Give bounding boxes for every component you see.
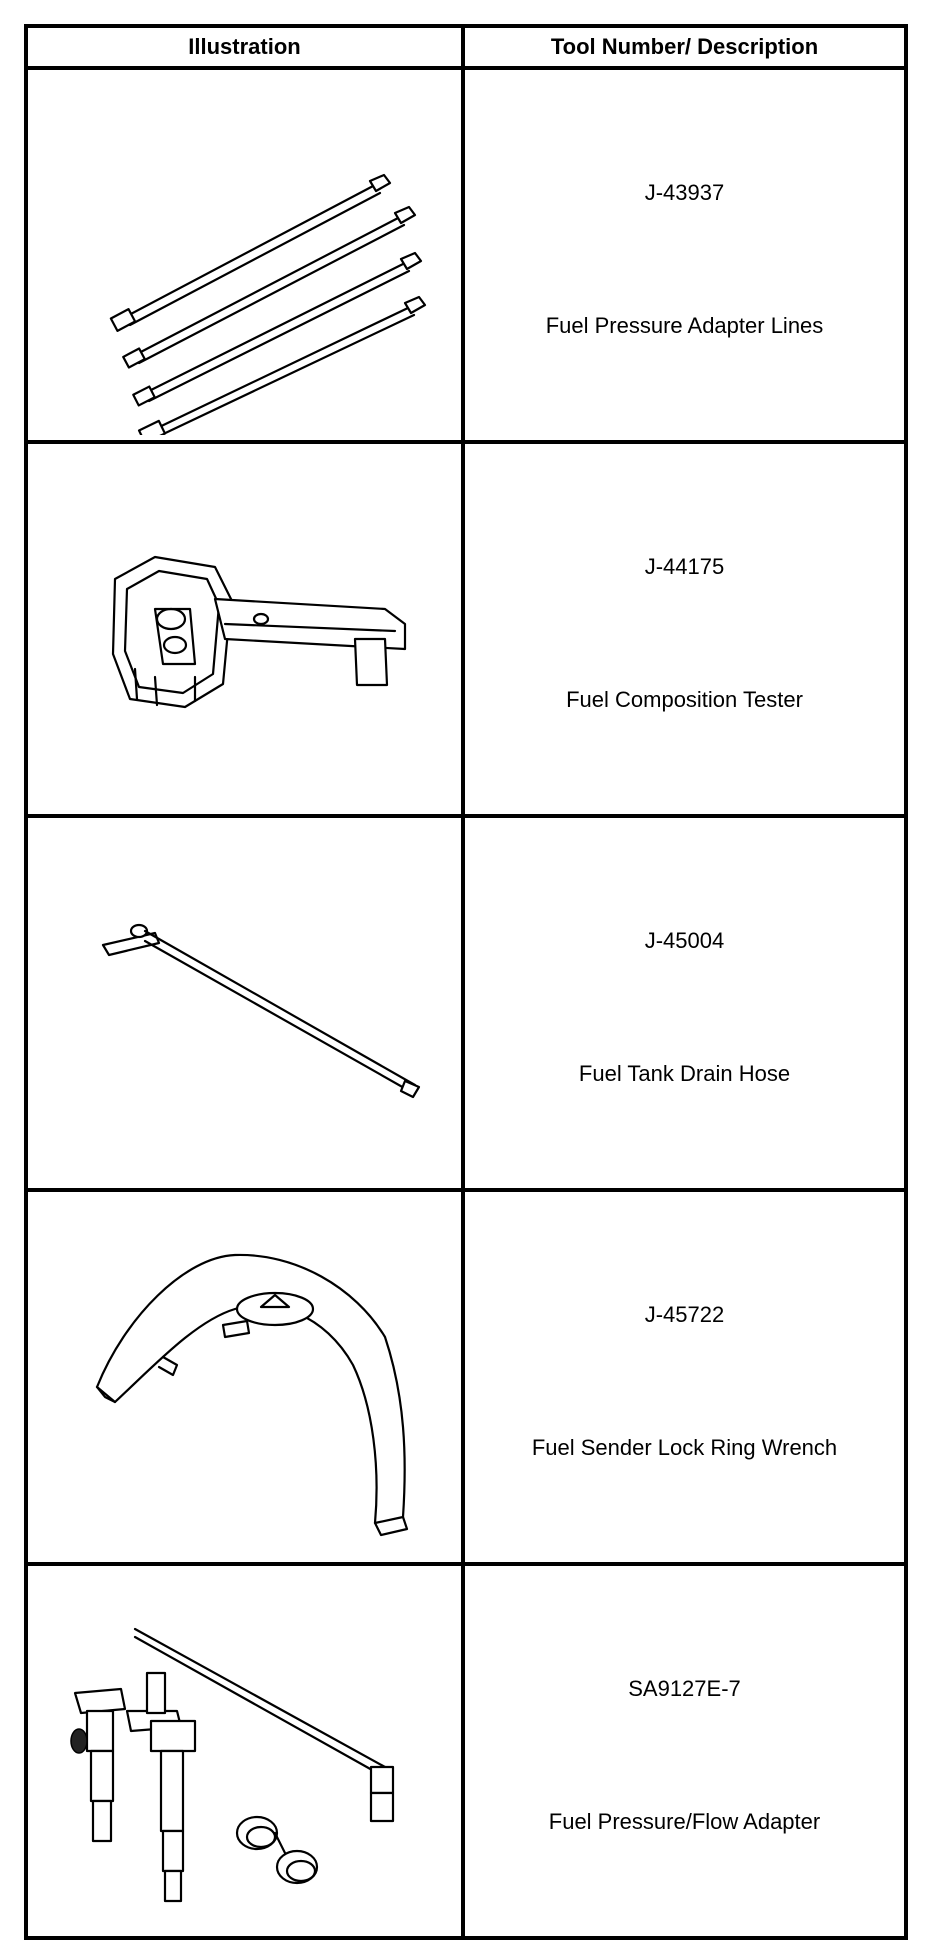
fuel-composition-tester-icon — [111, 555, 406, 709]
lock-ring-wrench-icon — [95, 1253, 408, 1537]
illustration-cell — [24, 66, 465, 444]
tool-number: J-44175 — [644, 554, 725, 579]
description-cell: J-45004 Fuel Tank Drain Hose — [461, 814, 908, 1192]
tool-description: Fuel Tank Drain Hose — [578, 1061, 791, 1086]
illustration-cell — [24, 440, 465, 818]
description-cell: J-44175 Fuel Composition Tester — [461, 440, 908, 818]
tool-number: SA9127E-7 — [628, 1676, 741, 1701]
table-row: SA9127E-7 Fuel Pressure/Flow Adapter — [24, 1562, 908, 1940]
table-row: J-44175 Fuel Composition Tester — [24, 440, 908, 818]
header-illustration: Illustration — [24, 24, 465, 70]
table-row: J-45722 Fuel Sender Lock Ring Wrench — [24, 1188, 908, 1566]
tool-description: Fuel Composition Tester — [566, 687, 803, 712]
illustration-cell — [24, 1562, 465, 1940]
tool-number: J-45722 — [644, 1302, 725, 1327]
tool-description: Fuel Pressure/Flow Adapter — [548, 1809, 821, 1834]
tool-description: Fuel Pressure Adapter Lines — [545, 313, 824, 338]
fuel-tank-drain-hose-icon — [101, 923, 420, 1099]
table-row: J-43937 Fuel Pressure Adapter Lines — [24, 66, 908, 444]
header-tool-description: Tool Number/ Description — [461, 24, 908, 70]
tool-table: Illustration Tool Number/ Description — [24, 24, 908, 1940]
description-cell: J-45722 Fuel Sender Lock Ring Wrench — [461, 1188, 908, 1566]
tool-number: J-45004 — [644, 928, 725, 953]
illustration-cell — [24, 814, 465, 1192]
fuel-pressure-adapter-lines-icon — [109, 173, 426, 435]
table-row: J-45004 Fuel Tank Drain Hose — [24, 814, 908, 1192]
illustration-cell — [24, 1188, 465, 1566]
table-header-row: Illustration Tool Number/ Description — [24, 24, 908, 70]
tool-number: J-43937 — [644, 180, 725, 205]
tool-description: Fuel Sender Lock Ring Wrench — [531, 1435, 838, 1460]
fuel-pressure-flow-adapter-icon — [69, 1627, 394, 1903]
description-cell: SA9127E-7 Fuel Pressure/Flow Adapter — [461, 1562, 908, 1940]
description-cell: J-43937 Fuel Pressure Adapter Lines — [461, 66, 908, 444]
